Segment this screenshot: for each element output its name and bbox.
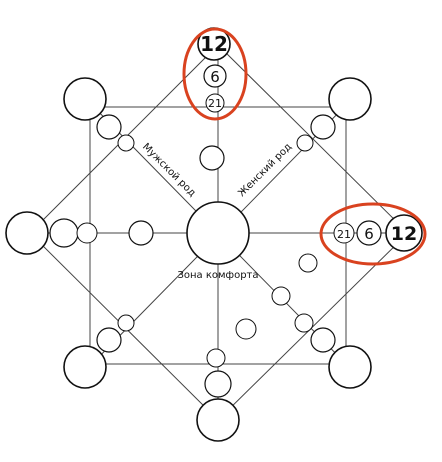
node-corner-bottom-left (63, 345, 107, 389)
node-left-chain-2 (76, 222, 98, 244)
node-chain-br-1 (298, 253, 318, 273)
node-small-tr (296, 134, 314, 152)
label-top-6: 6 (210, 68, 220, 86)
node-frame-tr (310, 114, 336, 140)
label-center: Зона комфорта (177, 270, 258, 281)
node-corner-top-right (328, 77, 372, 121)
node-small-tl (117, 134, 135, 152)
node-right-12 (385, 214, 423, 252)
label-right-12: 12 (391, 223, 417, 245)
node-bottom-lower (204, 370, 232, 398)
highlight-ring-right (319, 202, 427, 266)
node-inner-top (199, 145, 225, 171)
label-right-21: 21 (337, 228, 351, 241)
node-right-6 (356, 220, 382, 246)
node-top-21 (205, 93, 225, 113)
node-inner-left (128, 220, 154, 246)
node-left-chain-1 (49, 218, 79, 248)
node-small-bottom (206, 348, 226, 368)
node-chain-br-3 (235, 318, 257, 340)
node-right-21 (333, 222, 355, 244)
label-top-21: 21 (208, 97, 222, 110)
node-left (5, 211, 49, 255)
label-top-12: 12 (200, 32, 228, 56)
label-male: Мужской род (140, 141, 198, 199)
node-corner-bottom-right (328, 345, 372, 389)
label-female: Женский род (236, 141, 294, 199)
node-small-bl (117, 314, 135, 332)
node-frame-tl (96, 114, 122, 140)
node-top-6 (203, 64, 227, 88)
node-corner-top-left (63, 77, 107, 121)
label-right-6: 6 (364, 225, 374, 243)
node-bottom (196, 398, 240, 442)
node-frame-br (310, 327, 336, 353)
highlight-ring-top (182, 27, 248, 121)
node-chain-br-2 (271, 286, 291, 306)
node-frame-bl (96, 327, 122, 353)
node-center (186, 201, 250, 265)
node-chain-br-4 (294, 313, 314, 333)
